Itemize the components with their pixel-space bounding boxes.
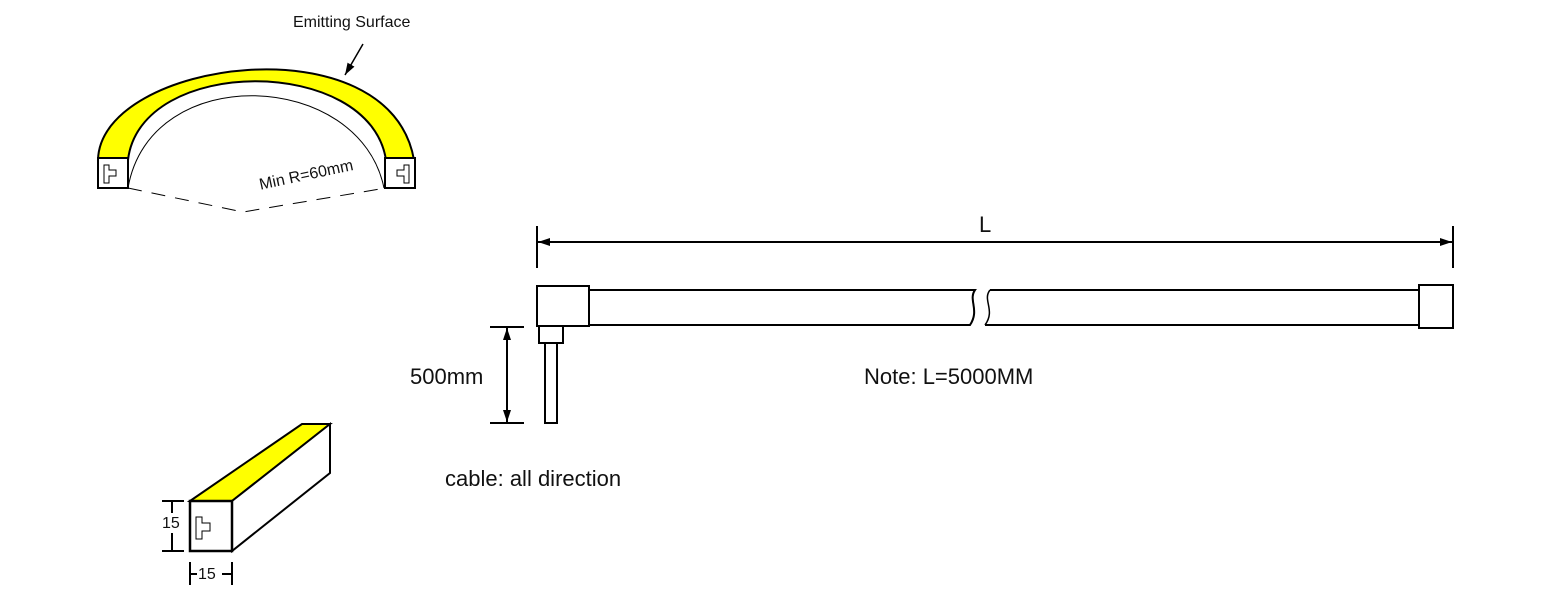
bend-view xyxy=(96,43,416,213)
cable-length-label: 500mm xyxy=(410,364,484,389)
cable-gland xyxy=(538,325,564,344)
strip-view xyxy=(490,226,1454,424)
emitting-surface-band xyxy=(96,68,416,161)
cross-section-view xyxy=(162,421,333,585)
left-t-profile xyxy=(103,164,117,184)
length-label: L xyxy=(979,212,992,237)
strip-right-end-cap xyxy=(1418,284,1454,329)
front-t-profile xyxy=(195,516,211,540)
strip-left-end-cap xyxy=(536,285,590,327)
cable xyxy=(544,342,558,424)
height-dimension-label: 15 xyxy=(162,515,180,532)
width-dimension-label: 15 xyxy=(198,566,216,583)
emitting-leader-line xyxy=(344,43,364,76)
cable-direction-note: cable: all direction xyxy=(445,466,622,491)
length-note: Note: L=5000MM xyxy=(864,364,1034,389)
emitting-surface-label: Emitting Surface xyxy=(293,14,411,31)
radius-dashed-lines xyxy=(127,187,387,213)
inner-radius-arc xyxy=(127,95,385,189)
right-t-profile xyxy=(396,164,410,184)
